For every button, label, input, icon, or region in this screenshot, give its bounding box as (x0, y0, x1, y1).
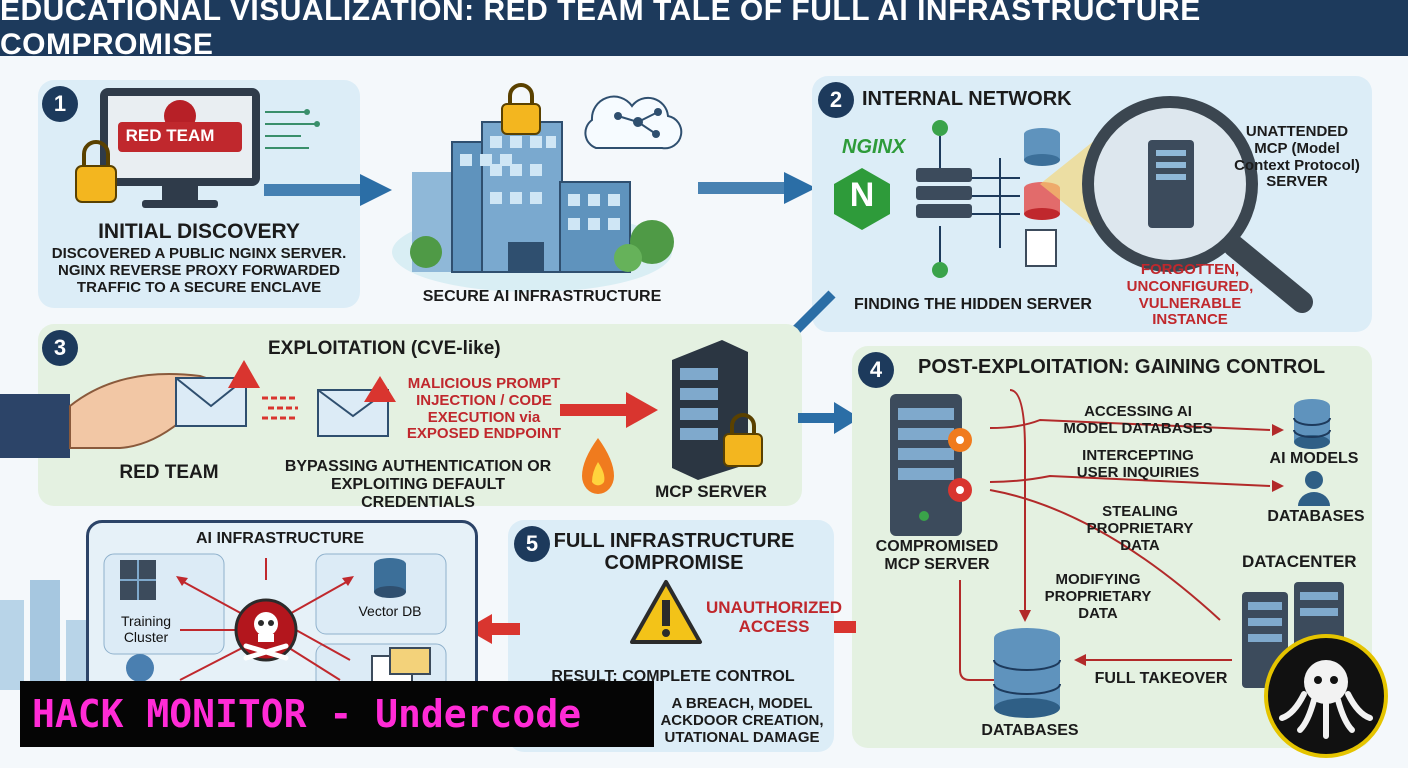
secure-building-icon (392, 83, 683, 292)
full-takeover-label: FULL TAKEOVER (1094, 670, 1228, 687)
hand-with-envelope-icon (0, 360, 260, 458)
training-cluster-label: Training Cluster (120, 613, 172, 645)
post-exploitation-title: POST-EXPLOITATION: GAINING CONTROL (918, 356, 1326, 378)
unauthorized-access-label: UNAUTHORIZED ACCESS (706, 598, 842, 637)
full-compromise-title: FULL INFRASTRUCTURE COMPROMISE (553, 530, 795, 575)
ai-models-label: AI MODELS (1269, 450, 1359, 467)
compromised-server-label: COMPROMISED MCP SERVER (875, 538, 999, 573)
databases-top-label: DATABASES (1267, 508, 1365, 525)
takeover-arrow (1074, 654, 1232, 666)
ai-models-database-icon (1293, 399, 1331, 449)
fire-icon (582, 438, 614, 494)
magnifier-icon (1040, 96, 1313, 313)
exploit-actor-label: RED TEAM (119, 462, 219, 483)
nginx-logo-text: NGINX (842, 136, 906, 158)
unattended-mcp-label: UNATTENDED MCP (Model Context Protocol) … (1234, 123, 1360, 191)
databases-stack-icon (993, 628, 1061, 718)
forgotten-warning: FORGOTTEN, UNCONFIGURED, VULNERABLE INST… (1126, 261, 1254, 329)
mcp-server-icon (672, 340, 763, 480)
initial-discovery-title: INITIAL DISCOVERY (98, 220, 300, 243)
step-number-3: 3 (42, 330, 78, 366)
step-number-4: 4 (858, 352, 894, 388)
arrow-to-mcp-server (560, 392, 658, 428)
result-complete-control: RESULT: COMPLETE CONTROL (551, 668, 795, 685)
result-detail: A BREACH, MODEL ACKDOOR CREATION, UTATIO… (660, 695, 824, 746)
vector-db-label: Vector DB (358, 603, 422, 619)
page-title: EDUCATIONAL VISUALIZATION: RED TEAM TALE… (0, 0, 1408, 61)
step-number-5: 5 (514, 526, 550, 562)
red-team-monitor-icon (75, 88, 320, 208)
bypass-auth-text: BYPASSING AUTHENTICATION OR EXPLOITING D… (284, 458, 552, 511)
arrow-to-ai-infrastructure (466, 614, 520, 644)
intercepting-inquiries-action: INTERCEPTING USER INQUIRIES (1076, 447, 1200, 481)
initial-discovery-body: DISCOVERED A PUBLIC NGINX SERVER. NGINX … (51, 245, 347, 296)
exploitation-title: EXPLOITATION (CVE-like) (268, 338, 501, 359)
ai-infrastructure-diagram (103, 553, 447, 691)
nginx-badge-letter: N (849, 176, 875, 214)
compromised-server-icon (890, 394, 972, 536)
arrow-to-internal-network (698, 172, 816, 204)
malicious-payload-text: MALICIOUS PROMPT INJECTION / CODE EXECUT… (406, 375, 562, 443)
datacenter-label: DATACENTER (1242, 552, 1357, 571)
network-diagram-icon (916, 120, 1060, 278)
sent-envelope-icon (262, 376, 396, 437)
mcp-server-label: MCP SERVER (655, 482, 767, 501)
nginx-hexagon-icon (834, 168, 890, 230)
warning-triangle-icon (630, 580, 702, 644)
hack-monitor-watermark: HACK MONITOR - Undercode (20, 681, 654, 747)
user-icon (1298, 471, 1330, 506)
arrow-to-post-exploitation (798, 402, 860, 434)
octopus-logo (1264, 634, 1388, 758)
accessing-models-action: ACCESSING AI MODEL DATABASES (1063, 403, 1213, 437)
post-exploit-arrows (959, 389, 1284, 681)
monitor-red-team-label: RED TEAM (125, 126, 215, 145)
internal-network-title: INTERNAL NETWORK (862, 88, 1072, 110)
step-number-1: 1 (42, 86, 78, 122)
building-caption: SECURE AI INFRASTRUCTURE (422, 288, 662, 305)
stealing-data-action: STEALING PROPRIETARY DATA (1086, 503, 1194, 554)
step-number-2: 2 (818, 82, 854, 118)
ai-infrastructure-title: AI INFRASTRUCTURE (196, 530, 364, 547)
finding-hidden-server-caption: FINDING THE HIDDEN SERVER (854, 296, 1092, 313)
databases-bottom-label: DATABASES (981, 722, 1079, 739)
modifying-data-action: MODIFYING PROPRIETARY DATA (1044, 571, 1152, 622)
arrow-to-infrastructure (264, 174, 392, 206)
